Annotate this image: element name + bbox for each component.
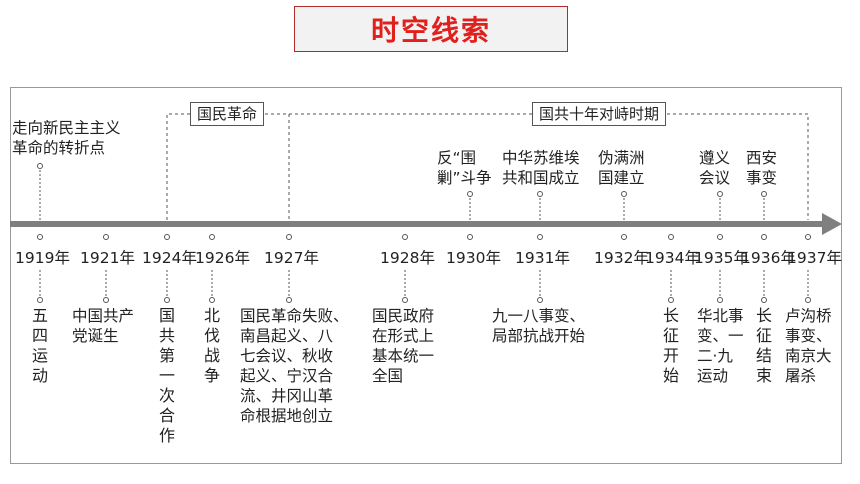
event-1927: 国民革命失败、 南昌起义、八 七会议、秋收 起义、宁汉合 流、井冈山革 命根据地… [240,307,349,425]
event-1935: 华北事 变、一 二·九 运动 [697,307,744,385]
event-northern-expedition: 北伐战争 [203,306,220,385]
year-1930: 1930年 [446,249,501,267]
event-manchukuo: 伪满洲 国建立 [598,149,645,187]
event-918: 九一八事变、 局部抗战开始 [492,307,586,345]
year-1934: 1934年 [645,249,700,267]
event-long-march-end: 长征结束 [755,306,772,385]
event-cpc-founded: 中国共产 党诞生 [72,307,135,345]
bracket-shinian [289,113,809,220]
year-1935: 1935年 [694,249,749,267]
year-1919: 1919年 [15,249,70,267]
year-1924: 1924年 [142,249,197,267]
event-turning-point: 走向新民主主义 革命的转折点 [12,119,121,157]
year-1927: 1927年 [264,249,319,267]
period-label-guomin: 国民革命 [190,102,265,126]
bracket-guomin [166,113,290,220]
timeline-frame [10,87,842,464]
timeline-arrowhead [822,213,842,235]
year-1926: 1926年 [195,249,250,267]
year-1921: 1921年 [80,249,135,267]
event-1928: 国民政府 在形式上 基本统一 全国 [372,307,435,385]
page-title: 时空线索 [370,14,491,47]
period-label-shinian: 国共十年对峙时期 [532,102,667,126]
year-1932: 1932年 [594,249,649,267]
event-long-march-start: 长征开始 [662,306,679,385]
year-1936: 1936年 [741,249,796,267]
event-1937: 卢沟桥 事变、 南京大 屠杀 [785,307,832,385]
event-first-cooperation: 国共第一次合作 [158,306,175,445]
event-xian: 西安 事变 [746,149,778,187]
year-1928: 1928年 [380,249,435,267]
event-may-fourth: 五四运动 [31,306,48,385]
event-soviet-republic: 中华苏维埃 共和国成立 [502,149,580,187]
title-box: 时空线索 [294,6,568,52]
event-zunyi: 遵义 会议 [699,149,731,187]
year-1931: 1931年 [515,249,570,267]
event-anti-encirclement: 反“围 剿”斗争 [437,149,492,187]
year-1937: 1937年 [787,249,842,267]
